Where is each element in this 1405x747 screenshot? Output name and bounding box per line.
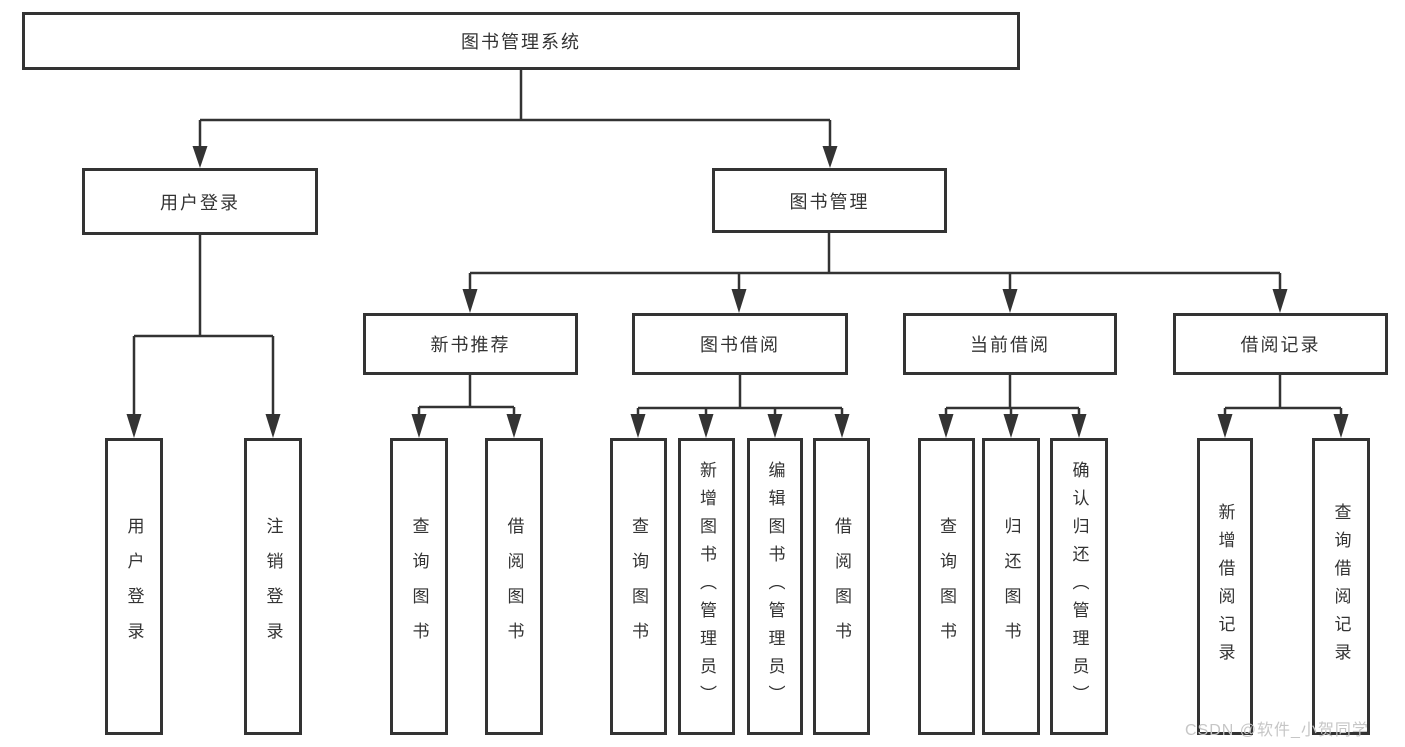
connector-root-to-level2 [198,70,832,146]
node-book-management-label: 图书管理 [789,191,870,212]
node-user-login: 用户登录 [82,168,318,235]
arrowhead-down [126,414,142,438]
arrowhead-down [265,414,281,438]
node-root-label: 图书管理系统 [461,32,581,52]
arrowheads [126,146,1349,438]
leaf-logout: 注销登录 [244,438,302,735]
leaf-current-query-book: 查询图书 [918,438,975,735]
arrowhead-down [1002,289,1018,313]
arrowhead-down [630,414,646,438]
arrowhead-down [411,414,427,438]
leaf-edit-book-admin: 编辑图书（管理员） [747,438,803,735]
node-root: 图书管理系统 [22,12,1020,70]
leaf-return-book: 归还图书 [982,438,1040,735]
arrowhead-down [822,146,838,168]
leaf-confirm-return-admin: 确认归还（管理员） [1050,438,1108,735]
leaf-recommend-query-book: 查询图书 [390,438,448,735]
node-book-borrow-label: 图书借阅 [700,335,780,355]
arrowhead-down [1071,414,1087,438]
arrowhead-down [834,414,850,438]
node-book-borrow: 图书借阅 [632,313,848,375]
leaf-query-borrow-record: 查询借阅记录 [1312,438,1370,735]
node-borrow-record: 借阅记录 [1173,313,1388,375]
node-current-borrow-label: 当前借阅 [970,335,1050,355]
arrowhead-down [938,414,954,438]
node-user-login-label: 用户登录 [160,192,240,213]
connector-borrow-record-leaves [1223,375,1343,414]
arrowhead-down [698,414,714,438]
leaf-borrow-book: 借阅图书 [813,438,870,735]
leaf-add-borrow-record: 新增借阅记录 [1197,438,1253,735]
arrowhead-down [192,146,208,168]
arrowhead-down [1217,414,1233,438]
connector-new-book-leaves [417,375,516,414]
node-current-borrow: 当前借阅 [903,313,1117,375]
node-borrow-record-label: 借阅记录 [1240,335,1321,355]
leaf-borrow-query-book: 查询图书 [610,438,667,735]
leaf-user-login: 用户登录 [105,438,163,735]
node-new-book-recommend-label: 新书推荐 [430,335,511,355]
connector-book-management-children [468,233,1282,289]
leaf-add-book-admin: 新增图书（管理员） [678,438,735,735]
arrowhead-down [767,414,783,438]
connector-current-borrow-leaves [944,375,1081,414]
arrowhead-down [1003,414,1019,438]
arrowhead-down [1333,414,1349,438]
arrowhead-down [1272,289,1288,313]
watermark: CSDN @软件_小贺同学 [1185,722,1369,739]
connector-user-login-leaves [132,235,275,414]
arrowhead-down [506,414,522,438]
arrowhead-down [731,289,747,313]
node-book-management: 图书管理 [712,168,947,233]
connector-book-borrow-leaves [636,375,844,414]
node-new-book-recommend: 新书推荐 [363,313,578,375]
leaf-recommend-borrow-book: 借阅图书 [485,438,543,735]
arrowhead-down [462,289,478,313]
